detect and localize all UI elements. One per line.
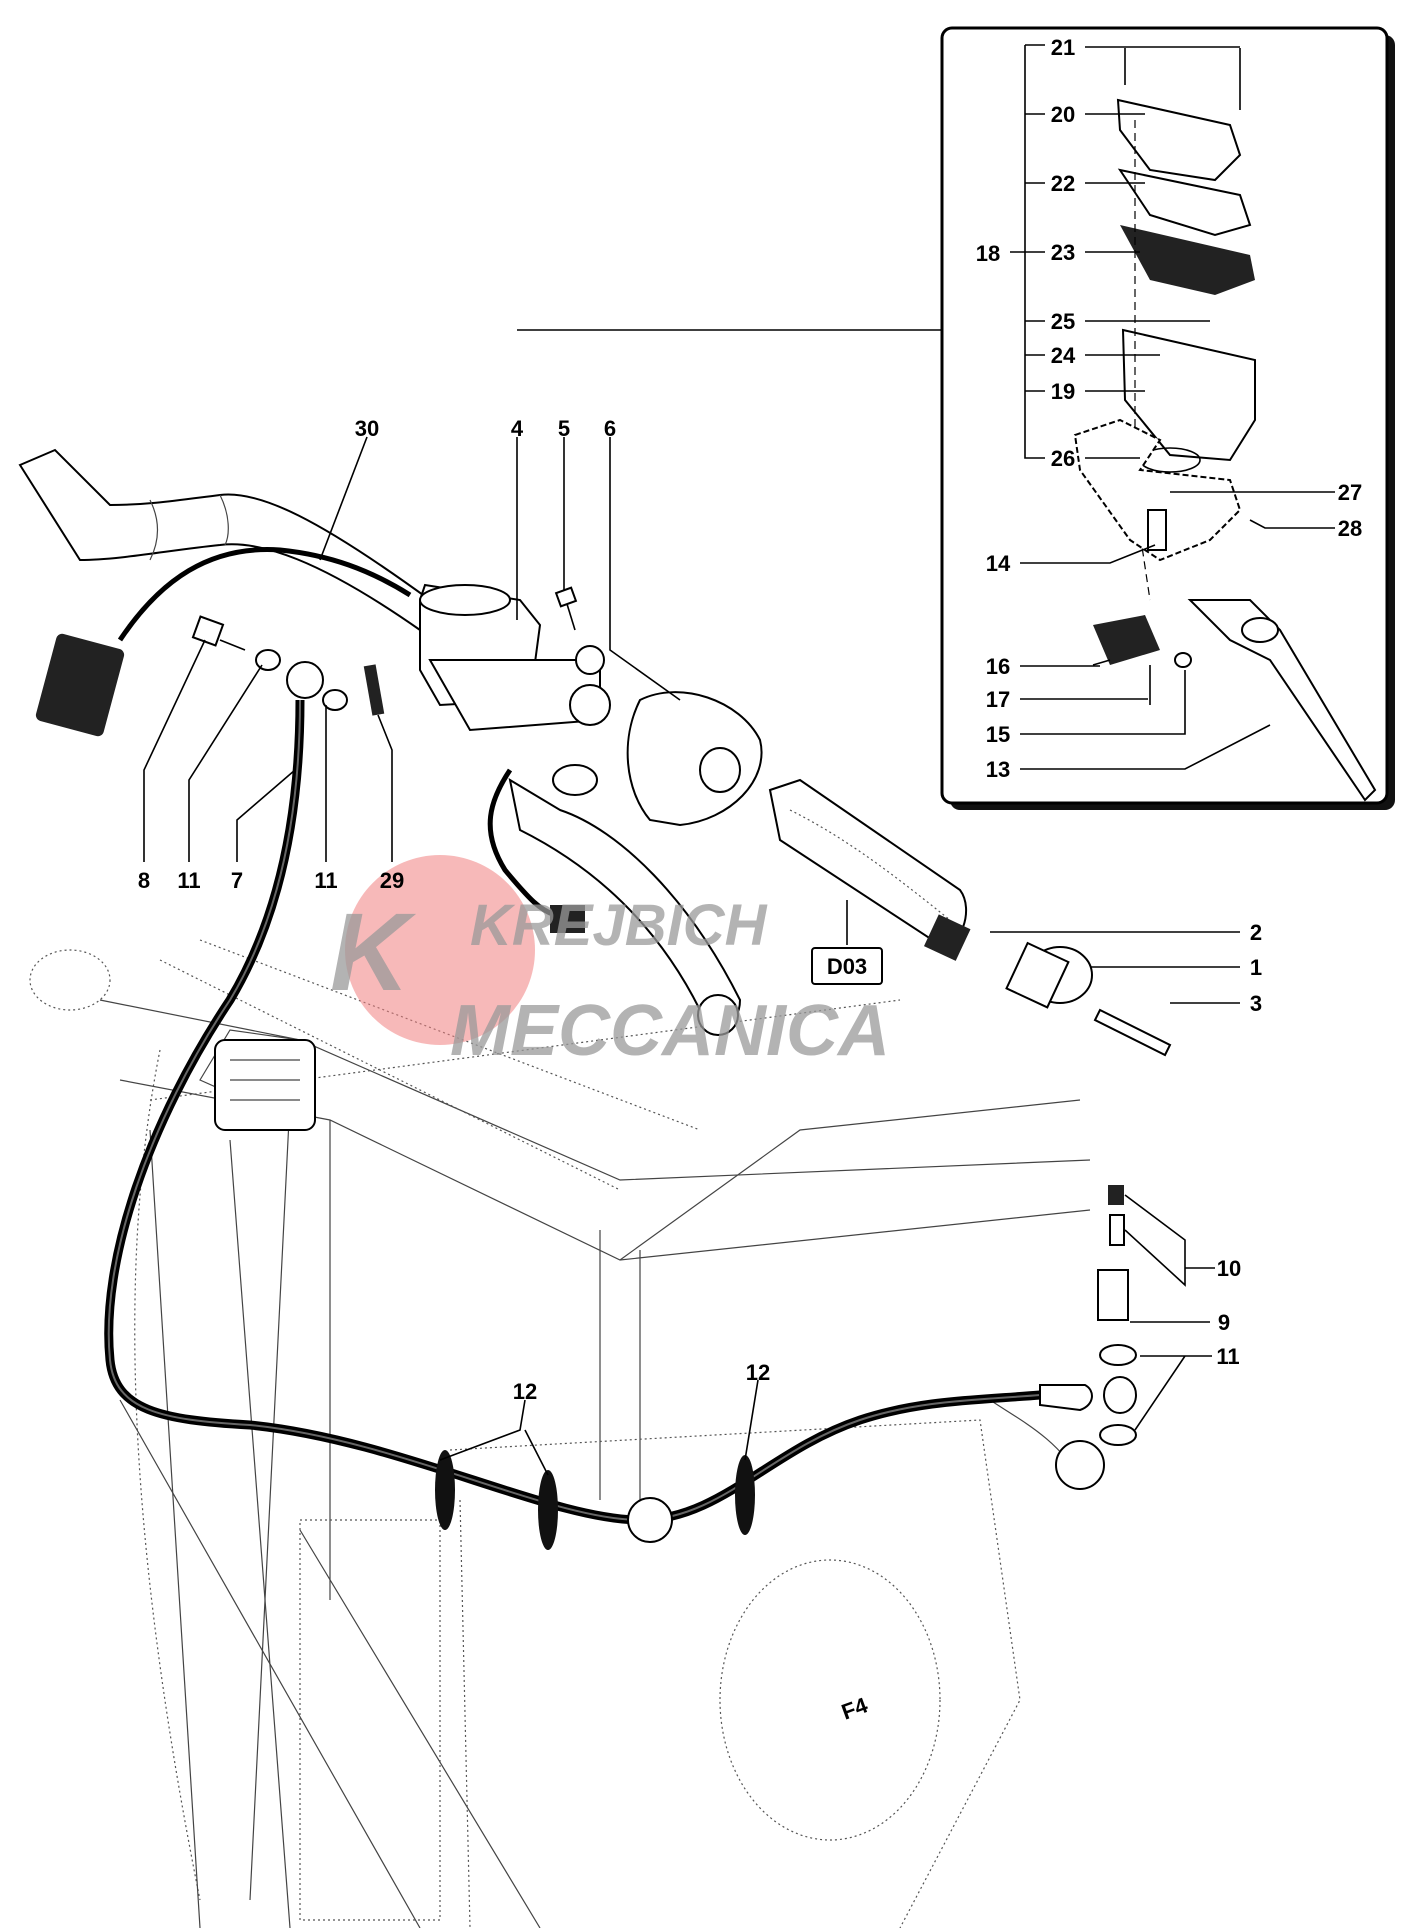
handlebar	[18, 448, 432, 632]
callout-16: 16	[986, 654, 1010, 679]
brake-hose	[104, 699, 1137, 1525]
caliper-fittings	[1097, 1185, 1137, 1446]
switch-wiring	[35, 547, 585, 933]
callout-4: 4	[511, 416, 524, 441]
callout-22: 22	[1051, 171, 1075, 196]
wire-connector-icon	[35, 633, 125, 737]
engine-badge-f4: F4	[838, 1692, 871, 1725]
callout-1: 1	[1250, 955, 1262, 980]
callout-11-c: 11	[1216, 1344, 1239, 1369]
switch-connector-icon	[550, 905, 585, 933]
reference-box-d03[interactable]: D03	[811, 947, 883, 985]
inset-callout-labels: 21 20 22 18 23 25 24 19 26 27 28 14 16 1…	[976, 35, 1362, 782]
callout-24: 24	[1051, 343, 1076, 368]
bolt-5	[554, 586, 578, 631]
callout-28: 28	[1338, 516, 1362, 541]
callout-11-b: 11	[314, 868, 337, 893]
detail-inset	[940, 26, 1395, 810]
callout-13: 13	[986, 757, 1010, 782]
callout-26: 26	[1051, 446, 1075, 471]
callout-8: 8	[138, 868, 150, 893]
callout-30: 30	[355, 416, 379, 441]
callout-12-b: 12	[746, 1360, 770, 1385]
watermark-k: K	[330, 891, 417, 1014]
callout-11-a: 11	[177, 868, 200, 893]
watermark-logo: K KREJBICH MECCANICA	[330, 855, 890, 1071]
watermark-line2: MECCANICA	[450, 991, 890, 1071]
callout-15: 15	[986, 722, 1010, 747]
callout-6: 6	[604, 416, 616, 441]
callout-18: 18	[976, 241, 1000, 266]
reference-label[interactable]: D03	[827, 954, 867, 979]
callout-3: 3	[1250, 991, 1262, 1016]
frame-background	[29, 939, 1105, 1928]
master-cylinder	[419, 583, 742, 1036]
callout-10: 10	[1217, 1256, 1241, 1281]
callout-5: 5	[558, 416, 570, 441]
callout-27: 27	[1338, 480, 1362, 505]
callout-2: 2	[1250, 920, 1262, 945]
hose-clamps	[435, 1450, 755, 1550]
bar-end-screw-3	[1093, 1008, 1172, 1057]
callout-17: 17	[986, 687, 1010, 712]
callout-14: 14	[986, 551, 1011, 576]
watermark-circle	[345, 855, 535, 1045]
callout-21: 21	[1051, 35, 1075, 60]
bar-end-parts	[923, 914, 1172, 1057]
callout-23: 23	[1051, 240, 1075, 265]
switch-housing	[626, 691, 763, 827]
main-leader-lines	[143, 329, 1240, 1476]
main-callout-labels: 30 4 5 6 8 11 7 11 29 2 1 3 10 9 11 12 1…	[138, 416, 1262, 1404]
callout-19: 19	[1051, 379, 1075, 404]
callout-25: 25	[1051, 309, 1075, 334]
watermark-line1: KREJBICH	[470, 893, 768, 958]
hose-fitting-parts	[191, 615, 385, 716]
bar-end-insert-2	[923, 914, 971, 961]
callout-29: 29	[380, 868, 404, 893]
callout-12-a: 12	[513, 1379, 537, 1404]
callout-20: 20	[1051, 102, 1075, 127]
callout-9: 9	[1218, 1310, 1230, 1335]
callout-7: 7	[231, 868, 243, 893]
